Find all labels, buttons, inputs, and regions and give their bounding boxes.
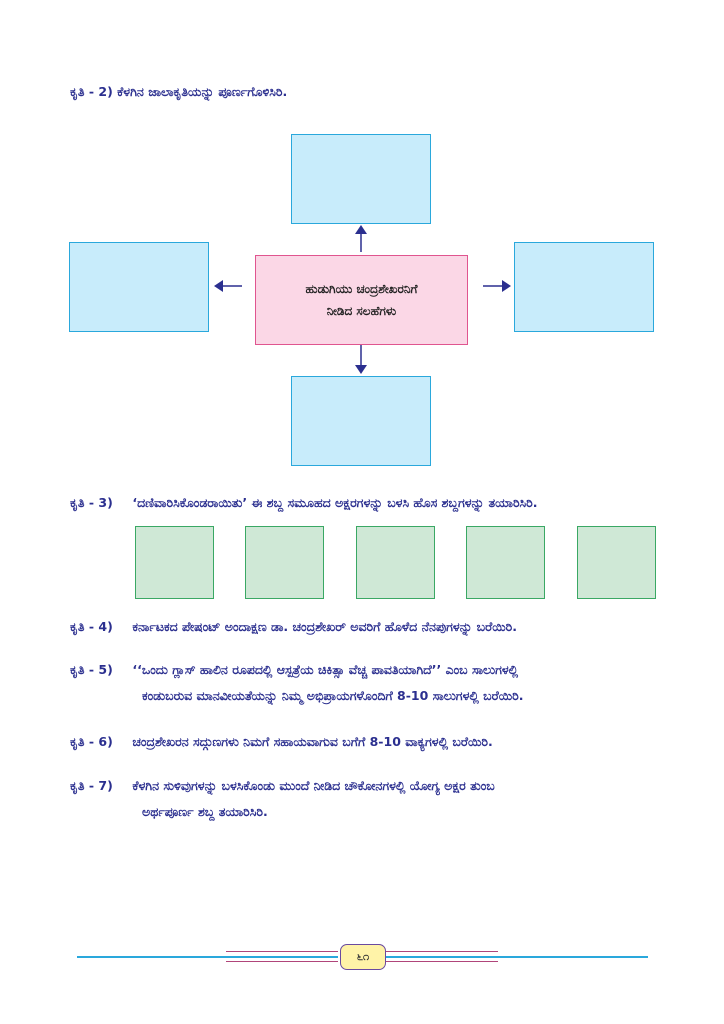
footer-line-right: [386, 956, 648, 958]
task-2-heading: ಕೃತಿ - 2) ಕೆಳಗಿನ ಜಾಲಾಕೃತಿಯನ್ನು ಪೂರ್ಣಗೊಳಿ…: [70, 84, 288, 99]
task-7-text-cont: ಅರ್ಥಪೂರ್ಣ ಶಬ್ದ ತಯಾರಿಸಿರಿ.: [142, 804, 268, 819]
word-box-3: [356, 526, 435, 599]
footer-ornament-left-2: [226, 961, 338, 962]
diagram-box-right: [514, 242, 654, 332]
word-box-5: [577, 526, 656, 599]
task-5-text: ‘‘ಒಂದು ಗ್ಲಾಸ್ ಹಾಲಿನ ರೂಪದಲ್ಲಿ ಆಸ್ಪತ್ರೆಯ ಚ…: [132, 662, 519, 677]
footer-ornament-right: [386, 951, 498, 952]
task-7-text: ಕೆಳಗಿನ ಸುಳಿವುಗಳನ್ನು ಬಳಸಿಕೊಂಡು ಮುಂದೆ ನೀಡಿ…: [132, 778, 495, 793]
arrow-down-icon: [355, 345, 367, 374]
page-number: ೬೧: [340, 944, 386, 970]
diagram-box-top: [291, 134, 431, 224]
diagram-box-bottom: [291, 376, 431, 466]
word-box-4: [466, 526, 545, 599]
task-3: ಕೃತಿ - 3) ‘ದಣಿವಾರಿಸಿಕೊಂಡರಾಯಿತು’ ಈ ಶಬ್ದ ಸ…: [70, 495, 538, 511]
center-text-line1: ಹುಡುಗಿಯು ಚಂದ್ರಶೇಖರನಿಗೆ: [305, 282, 418, 296]
task-6-text: ಚಂದ್ರಶೇಖರನ ಸದ್ಗುಣಗಳು ನಿಮಗೆ ಸಹಾಯವಾಗುವ ಬಗೆ…: [132, 734, 493, 749]
task-5-text-cont: ಕಂಡುಬರುವ ಮಾನವೀಯತೆಯನ್ನು ನಿಮ್ಮ ಅಭಿಪ್ರಾಯಗಳೊ…: [142, 688, 524, 703]
task-4-text: ಕರ್ನಾಟಕದ ಪೇಷಂಟ್ ಅಂದಾಕ್ಷಣ ಡಾ. ಚಂದ್ರಶೇಖರ್ …: [132, 619, 518, 634]
word-box-1: [135, 526, 214, 599]
task-6-label: ಕೃತಿ - 6): [70, 734, 113, 749]
diagram-center-box: ಹುಡುಗಿಯು ಚಂದ್ರಶೇಖರನಿಗೆ ನೀಡಿದ ಸಲಹೆಗಳು: [255, 255, 468, 345]
task-6: ಕೃತಿ - 6) ಚಂದ್ರಶೇಖರನ ಸದ್ಗುಣಗಳು ನಿಮಗೆ ಸಹಾ…: [70, 734, 493, 750]
task-5: ಕೃತಿ - 5) ‘‘ಒಂದು ಗ್ಲಾಸ್ ಹಾಲಿನ ರೂಪದಲ್ಲಿ ಆ…: [70, 662, 524, 704]
task-5-label: ಕೃತಿ - 5): [70, 662, 113, 677]
task-7: ಕೃತಿ - 7) ಕೆಳಗಿನ ಸುಳಿವುಗಳನ್ನು ಬಳಸಿಕೊಂಡು …: [70, 778, 495, 820]
arrow-up-icon: [355, 225, 367, 252]
footer-ornament-right-2: [386, 961, 498, 962]
diagram-box-left: [69, 242, 209, 332]
arrow-left-icon: [214, 280, 242, 292]
footer-line-left: [77, 956, 338, 958]
task-3-text: ‘ದಣಿವಾರಿಸಿಕೊಂಡರಾಯಿತು’ ಈ ಶಬ್ದ ಸಮೂಹದ ಅಕ್ಷರ…: [132, 495, 538, 510]
arrow-right-icon: [483, 280, 511, 292]
task-4-label: ಕೃತಿ - 4): [70, 619, 113, 634]
task-3-label: ಕೃತಿ - 3): [70, 495, 113, 510]
task-4: ಕೃತಿ - 4) ಕರ್ನಾಟಕದ ಪೇಷಂಟ್ ಅಂದಾಕ್ಷಣ ಡಾ. ಚ…: [70, 619, 517, 635]
footer-ornament-left: [226, 951, 338, 952]
word-box-2: [245, 526, 324, 599]
center-text-line2: ನೀಡಿದ ಸಲಹೆಗಳು: [326, 304, 397, 318]
task-7-label: ಕೃತಿ - 7): [70, 778, 113, 793]
